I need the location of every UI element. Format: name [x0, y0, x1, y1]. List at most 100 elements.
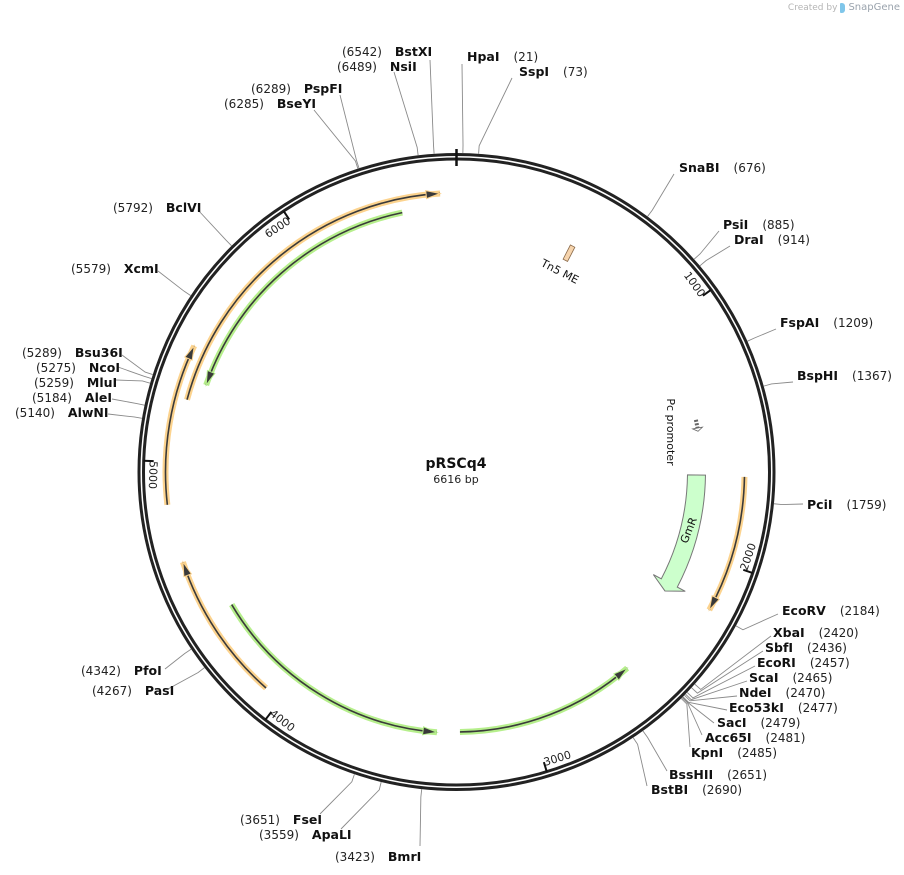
enzyme-label-nsii[interactable]: (6489)NsiI: [337, 60, 417, 75]
enzyme-label-mlui[interactable]: (5259) MluI: [34, 375, 118, 391]
enzyme-site-line: [681, 697, 703, 736]
enzyme-label-acc65i[interactable]: Acc65I(2481): [705, 731, 806, 746]
enzyme-label-pasi[interactable]: (4267)PasI: [92, 684, 174, 699]
enzyme-label-ecori[interactable]: EcoRI (2457): [757, 655, 850, 671]
enzyme-label-bsu36i[interactable]: (5289)Bsu36I: [22, 346, 123, 361]
enzyme-position: (5259): [34, 376, 74, 390]
enzyme-name: PfoI: [133, 663, 162, 678]
enzyme-site-line: [693, 230, 720, 260]
arrow-line: [230, 604, 437, 734]
enzyme-site-line: [461, 63, 464, 154]
enzyme-label-hpai[interactable]: HpaI(21): [467, 50, 538, 65]
enzyme-site-line: [647, 173, 675, 217]
enzyme-name: BclVI: [165, 200, 202, 215]
enzyme-label-alei[interactable]: (5184)AleI: [32, 391, 112, 406]
enzyme-label-sspi[interactable]: SspI(73): [519, 64, 588, 80]
enzyme-name: EcoRI: [757, 655, 796, 670]
arrow-line: [186, 192, 441, 400]
enzyme-position: (676): [733, 161, 766, 175]
enzyme-label-psii[interactable]: PsiI(885): [723, 218, 795, 233]
enzyme-label-apali[interactable]: (3559) ApaLI: [259, 827, 352, 843]
arrow-line: [164, 345, 195, 505]
enzyme-label-fspai[interactable]: FspAI(1209): [780, 316, 874, 331]
enzyme-label-ndei[interactable]: NdeI(2470): [739, 686, 825, 701]
enzyme-site-line: [684, 694, 738, 702]
enzyme-name: BmrI: [387, 849, 422, 864]
enzyme-label-scai[interactable]: ScaI(2465): [749, 671, 832, 686]
enzyme-site-line: [735, 613, 779, 631]
enzyme-label-bseyi[interactable]: (6285)BseYI: [224, 97, 316, 112]
plasmid-length: 6616 bp: [433, 473, 479, 486]
enzyme-name: SnaBI: [679, 160, 720, 175]
enzyme-site-line: [313, 109, 359, 169]
enzyme-site-line: [763, 381, 794, 387]
enzyme-label-saci[interactable]: SacI(2479): [717, 716, 800, 731]
enzyme-name: BstXI: [394, 44, 433, 59]
enzyme-position: (4267): [92, 684, 132, 698]
arrow-line: [182, 561, 267, 689]
enzyme-label-snabi[interactable]: SnaBI (676): [679, 160, 766, 176]
enzyme-label-kpni[interactable]: KpnI(2485): [691, 745, 777, 761]
enzyme-label-xcmi[interactable]: (5579)XcmI: [71, 261, 159, 277]
enzyme-label-eco53ki[interactable]: Eco53kI(2477): [729, 701, 838, 716]
enzyme-position: (2420): [818, 626, 859, 640]
enzyme-position: (6289): [251, 82, 291, 96]
enzyme-label-pcii[interactable]: PciI(1759): [807, 497, 886, 513]
pc-promoter-arrow: [691, 419, 704, 432]
enzyme-position: (914): [777, 233, 810, 247]
enzyme-name: ApaLI: [311, 827, 352, 842]
enzyme-label-drai[interactable]: DraI(914): [734, 233, 810, 248]
enzyme-name: MluI: [86, 375, 118, 390]
enzyme-label-ncoi[interactable]: (5275)NcoI: [36, 361, 120, 376]
arrowhead-icon: [613, 666, 629, 682]
enzyme-site-line: [111, 398, 145, 406]
enzyme-label-pspfi[interactable]: (6289)PspFI: [251, 82, 342, 97]
enzyme-label-xbai[interactable]: XbaI(2420): [773, 626, 859, 641]
enzyme-site-line: [117, 366, 152, 379]
enzyme-site-line: [319, 774, 355, 815]
enzyme-label-fsei[interactable]: (3651)FseI: [240, 813, 322, 828]
enzyme-site-line: [393, 71, 419, 156]
enzyme-label-bsphi[interactable]: BspHI(1367): [797, 369, 892, 384]
enzyme-label-sbfi[interactable]: SbfI(2436): [765, 641, 847, 656]
enzyme-position: (1209): [833, 316, 874, 330]
enzyme-name: EcoRV: [782, 603, 826, 618]
enzyme-label-bmri[interactable]: (3423)BmrI: [335, 849, 422, 865]
enzyme-label-pfoi[interactable]: (4342) PfoI: [81, 663, 162, 679]
enzyme-name: KpnI: [691, 745, 724, 760]
arrow-line: [205, 211, 403, 386]
tn5-me-label: Tn5 ME: [538, 256, 581, 287]
enzyme-site-line: [682, 696, 728, 711]
enzyme-name: PciI: [807, 497, 833, 512]
enzyme-position: (4342): [81, 664, 121, 678]
enzyme-label-bstxi[interactable]: (6542)BstXI: [342, 44, 433, 60]
enzyme-name: XcmI: [123, 261, 159, 276]
enzyme-position: (6489): [337, 60, 377, 74]
arrow-halo: [184, 190, 441, 401]
enzyme-label-ecorv[interactable]: EcoRV(2184): [782, 603, 880, 619]
enzyme-label-bsshii[interactable]: BssHII (2651): [669, 767, 768, 783]
plasmid-name: pRSCq4: [425, 456, 487, 472]
arrowhead-icon: [183, 344, 195, 361]
enzyme-name: SspI: [519, 64, 550, 79]
enzyme-name: BstBI: [651, 782, 689, 797]
enzyme-position: (2457): [809, 656, 850, 670]
tick-mark: [742, 568, 754, 574]
enzyme-position: (2651): [727, 768, 768, 782]
enzyme-position: (5140): [15, 406, 55, 420]
enzyme-label-alwni[interactable]: (5140)AlwNI: [15, 406, 109, 421]
enzyme-site-line: [121, 354, 153, 375]
enzyme-position: (2481): [765, 731, 806, 745]
enzyme-site-line: [164, 648, 192, 670]
tick-mark: [702, 289, 712, 297]
enzyme-label-bclvi[interactable]: (5792)BclVI: [113, 200, 202, 216]
enzyme-name: BssHII: [669, 767, 714, 782]
feature-arrow: [459, 665, 630, 735]
enzyme-position: (5275): [36, 361, 76, 375]
enzyme-position: (5289): [22, 346, 62, 360]
enzyme-position: (3559): [259, 828, 299, 842]
enzyme-label-bstbi[interactable]: BstBI(2690): [651, 782, 742, 798]
enzyme-position: (2477): [797, 701, 838, 715]
orf-arrow: [706, 476, 748, 612]
